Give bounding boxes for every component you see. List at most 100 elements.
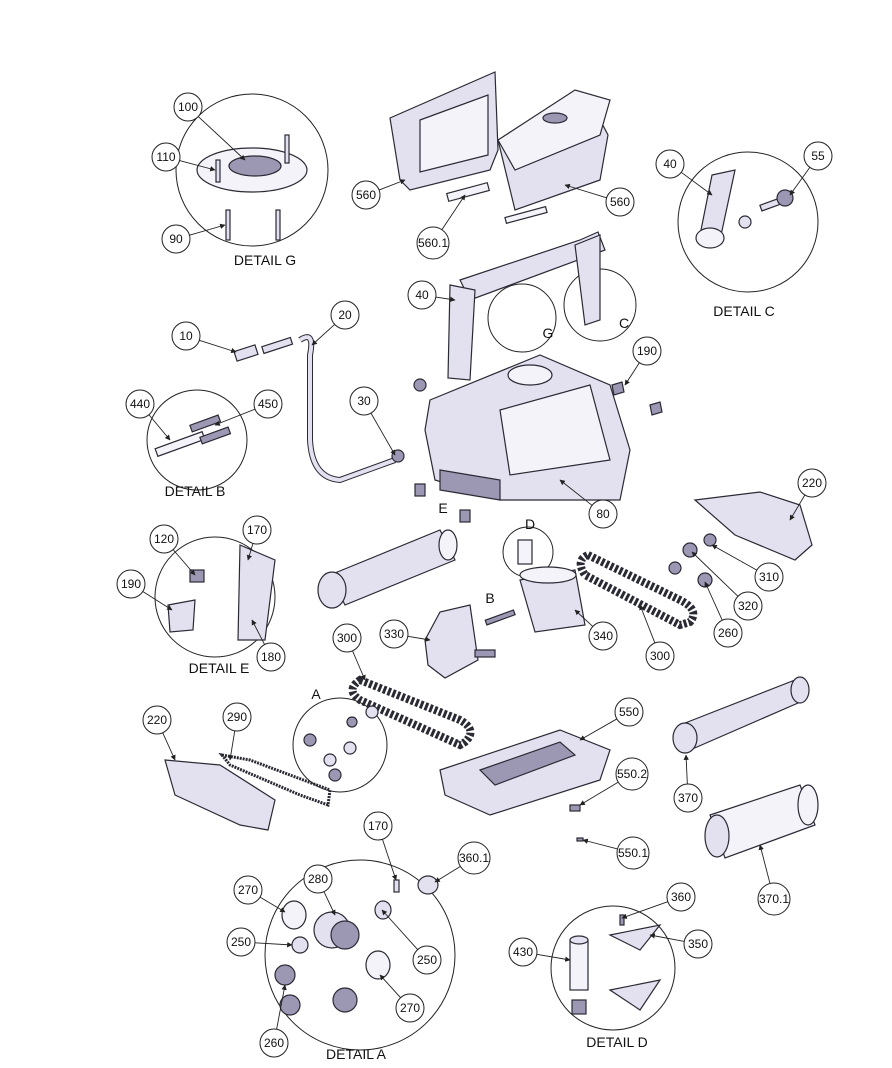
callout-circle xyxy=(605,187,635,217)
leader-line xyxy=(789,167,811,196)
handle xyxy=(413,231,606,392)
part-callout-30: 30 xyxy=(349,386,379,416)
callout-circle xyxy=(666,882,696,912)
part-callout-550: 550 xyxy=(614,697,644,727)
part-callout-110: 110 xyxy=(151,142,181,172)
detail-a-small-parts xyxy=(303,705,379,782)
leader-line xyxy=(162,732,176,761)
part-callout-340: 340 xyxy=(588,621,618,651)
callout-circle xyxy=(363,811,393,841)
callout-circle xyxy=(616,836,650,870)
part-callout-450: 450 xyxy=(253,389,283,419)
detail-a-parts xyxy=(274,875,439,1016)
part-callout-270: 270 xyxy=(395,993,425,1023)
part-callout-220: 220 xyxy=(797,468,827,498)
track-left xyxy=(348,675,475,750)
leader-line xyxy=(199,339,237,354)
leader-line xyxy=(276,984,287,1030)
part-number: 80 xyxy=(596,507,610,521)
leader-line xyxy=(434,864,463,883)
leader-line xyxy=(440,194,466,232)
letter-c: C xyxy=(619,315,629,331)
part-number: 250 xyxy=(231,935,251,949)
leader-line xyxy=(711,544,758,571)
part-callout-360-1: 360.1 xyxy=(457,841,491,875)
part-number: 340 xyxy=(593,629,613,643)
part-number: 250 xyxy=(417,953,437,967)
leader-line xyxy=(352,650,366,681)
part-callout-10: 10 xyxy=(171,321,201,351)
filter-cover-plate xyxy=(196,134,308,241)
detail-a-small-circle xyxy=(292,697,388,793)
callout-circle xyxy=(151,142,181,172)
callout-circle xyxy=(457,841,491,875)
callout-circle xyxy=(349,386,379,416)
callout-circle xyxy=(142,705,172,735)
detail-g-circle xyxy=(175,93,329,247)
leader-lines xyxy=(142,116,811,1030)
leader-line xyxy=(228,730,236,761)
part-callout-55: 55 xyxy=(803,141,833,171)
filter-strip-1 xyxy=(445,181,491,203)
callout-circle xyxy=(407,280,437,310)
part-number: 170 xyxy=(368,819,388,833)
part-callout-180: 180 xyxy=(256,642,286,672)
callout-circle xyxy=(713,618,743,648)
part-number: 440 xyxy=(130,397,150,411)
detail-e-circle xyxy=(154,536,276,658)
callout-circle xyxy=(395,993,425,1023)
part-callout-20: 20 xyxy=(330,300,360,330)
leader-line xyxy=(758,844,771,886)
leader-line xyxy=(214,408,256,426)
part-number: 370.1 xyxy=(759,892,789,906)
robot-body xyxy=(424,354,631,501)
leader-line xyxy=(311,324,335,346)
pump-motor xyxy=(517,539,586,633)
callout-circle xyxy=(754,562,784,592)
part-number: 300 xyxy=(650,649,670,663)
part-number: 220 xyxy=(147,713,167,727)
part-number: 350 xyxy=(688,937,708,951)
part-number: 220 xyxy=(802,476,822,490)
part-callout-260: 260 xyxy=(259,1028,289,1058)
part-callout-280: 280 xyxy=(303,864,333,894)
part-number: 40 xyxy=(415,288,429,302)
filter-basket-left xyxy=(389,71,499,191)
part-callout-320: 320 xyxy=(733,591,763,621)
part-callout-560-1: 560.1 xyxy=(416,226,450,260)
part-callout-190: 190 xyxy=(116,569,146,599)
part-number: 170 xyxy=(247,523,267,537)
part-callout-310: 310 xyxy=(754,562,784,592)
leader-line xyxy=(683,754,689,785)
part-callout-290: 290 xyxy=(222,702,252,732)
cable-swivel xyxy=(391,449,405,463)
detail-e-parts xyxy=(167,544,276,641)
part-number: 270 xyxy=(238,883,258,897)
clip-550-2 xyxy=(569,804,581,812)
part-callout-250: 250 xyxy=(412,945,442,975)
callout-circle xyxy=(226,927,256,957)
callout-circle xyxy=(233,875,263,905)
callout-circle xyxy=(673,783,703,813)
part-number: 550.2 xyxy=(617,767,647,781)
letter-b: B xyxy=(485,590,494,606)
part-callout-350: 350 xyxy=(683,929,713,959)
callout-circle xyxy=(259,1028,289,1058)
leader-line xyxy=(254,942,293,948)
part-number: 90 xyxy=(169,232,183,246)
part-number: 550.1 xyxy=(618,846,648,860)
leader-line xyxy=(579,718,618,741)
leader-line xyxy=(246,543,254,561)
part-callout-550-1: 550.1 xyxy=(616,836,650,870)
leader-line xyxy=(574,609,594,627)
part-number: 260 xyxy=(718,626,738,640)
cable-plug xyxy=(233,344,259,362)
part-number: 280 xyxy=(308,872,328,886)
part-callout-560: 560 xyxy=(605,187,635,217)
side-panel-right xyxy=(693,491,813,561)
screw-550-1 xyxy=(576,837,584,842)
part-callout-300: 300 xyxy=(332,623,362,653)
callout-circle xyxy=(116,569,146,599)
part-number: 20 xyxy=(338,308,352,322)
